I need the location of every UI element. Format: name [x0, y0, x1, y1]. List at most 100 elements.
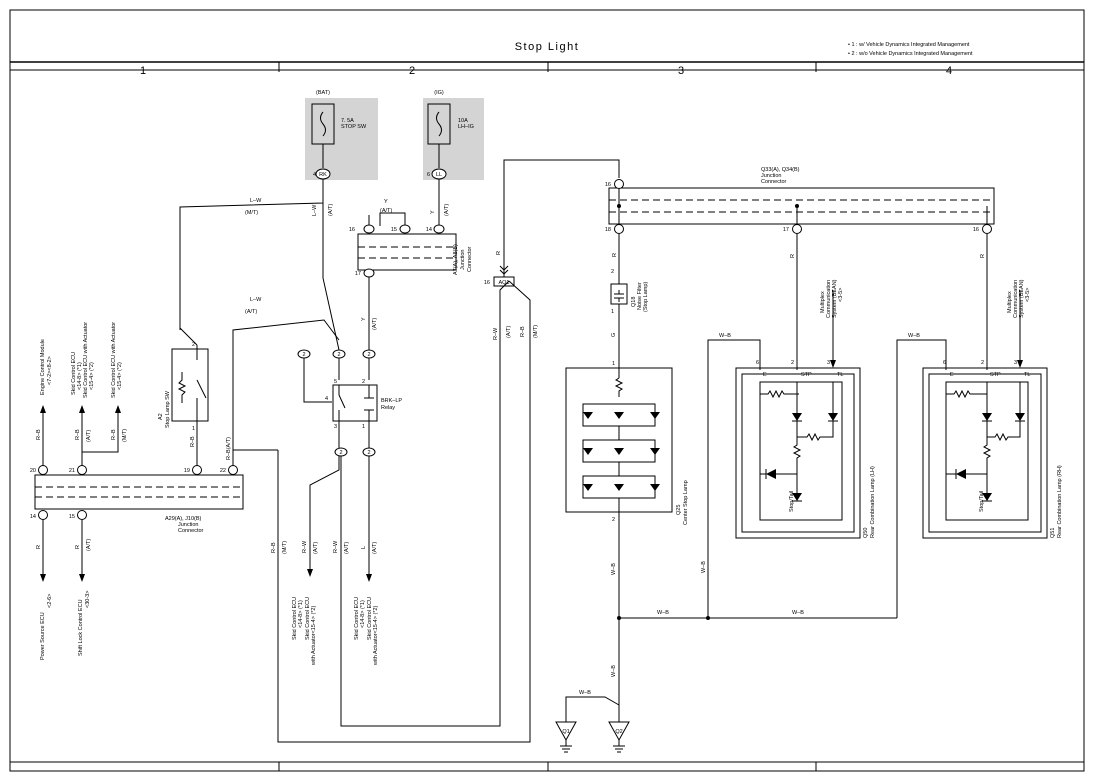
skid2-a: Skid Control ECU with Actuator [111, 322, 117, 398]
fuse-ig-pin: 6 [427, 172, 430, 178]
w-mt4: (M/T) [533, 325, 539, 338]
rrh-term-e: E [950, 372, 954, 378]
rrh-pin-6: 6 [943, 360, 946, 366]
a29-pin-19: 19 [184, 468, 190, 474]
nf-sub: (Stop Lamp) [643, 282, 649, 312]
fuse-ig-source: (IG) [434, 90, 444, 96]
rrh-pin-3: 3 [1014, 360, 1017, 366]
a29-pin-14: 14 [30, 514, 36, 520]
note-2: • 2 : w/o Vehicle Dynamics Integrated Ma… [848, 51, 973, 57]
a29-pin-20: 20 [30, 468, 36, 474]
mux-rh-1: Multiplex [1007, 291, 1013, 313]
rrh-bulb: Stop/Tail [979, 491, 985, 512]
fuse-bat-conn: RK [319, 172, 327, 178]
w-r3: R [496, 251, 502, 255]
column-1: 1 [140, 65, 146, 77]
wires-col2 [179, 179, 440, 462]
q33-name2: Junction [761, 173, 782, 179]
w-r4: R [612, 253, 618, 257]
w-mt1: (M/T) [245, 210, 258, 216]
w-mt3: (M/T) [282, 541, 288, 554]
skid3-d: with Actuator<15-4> (*2) [311, 606, 317, 666]
w-at3: (A/T) [380, 208, 392, 214]
csl-pin-1: 1 [612, 361, 615, 367]
a7-pin-17: 17 [355, 271, 361, 277]
q33-pin-18: 18 [605, 227, 611, 233]
junction-a7 [357, 224, 457, 278]
column-4: 4 [946, 65, 952, 77]
fuse-bat-pin: 4 [313, 172, 316, 178]
w-rb6: R–B [520, 326, 526, 337]
skid4-d: with Actuator<15-4> (*2) [373, 606, 379, 666]
w-rb-at: R–B(A/T) [226, 437, 232, 460]
relay-pin-1: 1 [362, 424, 365, 430]
csl-code: Q25 [676, 505, 682, 515]
rlh-name: Rear Combination Lamp (LH) [870, 466, 876, 538]
a29-name2: Junction [178, 522, 199, 528]
mux-lh-2: Communication [826, 280, 832, 318]
fuse-stop-sw [305, 98, 378, 180]
stop-lamp-switch [171, 348, 209, 466]
power-ecu-name: Power Source ECU [40, 612, 46, 660]
mux-lh-3: System (BEAN) [832, 279, 838, 318]
skid4-a: Skid Control ECU [354, 597, 360, 640]
a7-pin-16: 16 [349, 227, 355, 233]
w-y2: Y [430, 210, 436, 214]
a29-pin-22: 22 [220, 468, 226, 474]
w-wb1: W–B [611, 563, 617, 575]
skid4-c: Skid Control ECU [367, 597, 373, 640]
center-stop-lamp [565, 367, 673, 705]
page-title: Stop Light [515, 41, 580, 53]
wires-col1 [40, 405, 278, 582]
w-at8: (A/T) [313, 542, 319, 554]
w-r1: R [36, 545, 42, 549]
csl-name: Center Stop Lamp [683, 480, 689, 525]
rlh-bulb: Stop/Tail [789, 491, 795, 512]
nf-pin-2: 2 [611, 269, 614, 275]
q33-pin-16a: 16 [605, 182, 611, 188]
junction-a29 [34, 465, 244, 520]
rrh-code: Q51 [1050, 528, 1056, 538]
shift-ecu-ref: <30-3> [85, 591, 91, 608]
ground-q2: Q2 [615, 729, 622, 735]
rlh-term-e: E [763, 372, 767, 378]
diagram-frame [9, 9, 1085, 772]
w-at10: (A/T) [372, 542, 378, 554]
w-at9: (A/T) [344, 542, 350, 554]
nf-pin-1: 1 [611, 309, 614, 315]
ground-bus [555, 339, 947, 753]
w-wb6: W–B [701, 561, 707, 573]
w-at1: (A/T) [245, 309, 257, 315]
a29-name3: Connector [178, 528, 204, 534]
conn2-a: 2 [302, 352, 305, 358]
sw-code: A2 [158, 413, 164, 420]
w-rw1: R–W [302, 540, 308, 553]
w-at7: (A/T) [86, 539, 92, 551]
w-at5: (A/T) [372, 318, 378, 330]
noise-filter [610, 234, 628, 368]
nf-name: Noise Filter [637, 282, 643, 310]
relay-pin-4: 4 [325, 396, 328, 402]
w-wb4: W–B [657, 610, 669, 616]
rrh-pin-2: 2 [981, 360, 984, 366]
fuse-bat-name: STOP SW [341, 124, 367, 130]
fuse-ig-name: LH–IG [458, 124, 474, 130]
w-lw3: L–W [312, 204, 318, 216]
junction-q33 [608, 179, 995, 234]
a29-name: A29(A), J10(B) [165, 516, 202, 522]
relay-pin-3: 3 [334, 424, 337, 430]
q33-name3: Connector [761, 179, 787, 185]
fuse-ig-conn: LL [436, 172, 442, 178]
q33-name: Q33(A), Q34(B) [761, 167, 800, 173]
w-lw2: L–W [250, 297, 262, 303]
relay-pin-5: 5 [334, 379, 337, 385]
w-y3: Y [361, 317, 367, 321]
a29-pin-15: 15 [69, 514, 75, 520]
shift-ecu-name: Shift Lock Control ECU [78, 599, 84, 656]
skid1-d: <15-4> (*2) [89, 362, 95, 390]
rlh-pin-3: 3 [827, 360, 830, 366]
w-g1: G [611, 333, 617, 337]
w-mt2: (M/T) [122, 429, 128, 442]
rlh-pin-6: 6 [756, 360, 759, 366]
